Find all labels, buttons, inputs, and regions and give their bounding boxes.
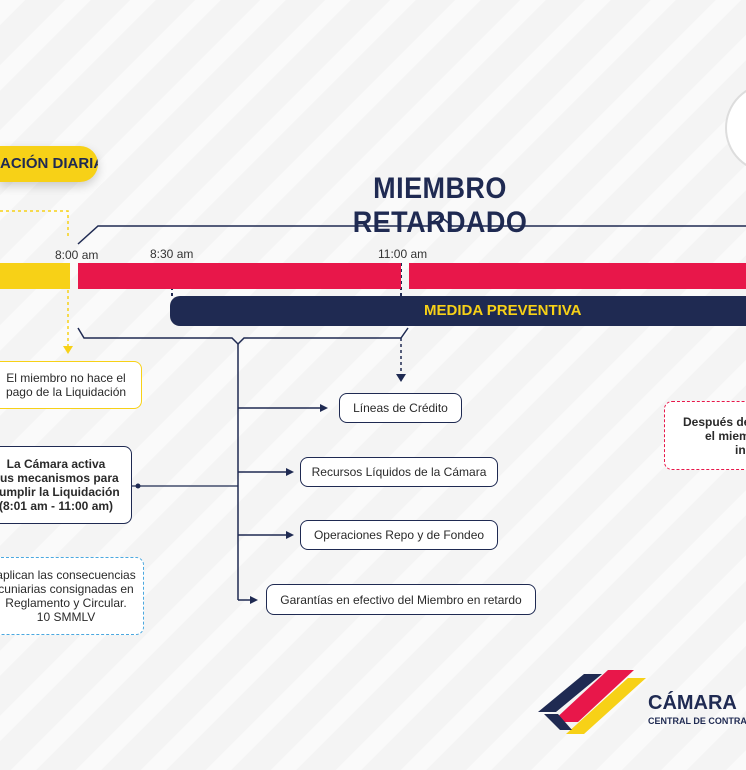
box-operaciones-repo: Operaciones Repo y de Fondeo: [300, 520, 498, 550]
circle-decoration: [725, 89, 746, 167]
liquidacion-diaria-tag: ACIÓN DIARIA: [0, 146, 98, 182]
box-despues-line1: Después de: [683, 414, 746, 429]
time-8-30: 8:30 am: [150, 247, 194, 261]
box-despues-line3: incur: [735, 442, 746, 457]
box-garantias-efectivo: Garantías en efectivo del Miembro en ret…: [266, 584, 536, 615]
box-camara-activa-line3: cumplir la Liquidación: [0, 485, 120, 499]
box-consecuencias-line2: cuniarias consignadas en: [0, 582, 134, 596]
box-lineas-credito: Líneas de Crédito: [339, 393, 462, 423]
timeline-red-bar-2: [409, 263, 746, 289]
box-consecuencias: aplican las consecuencias cuniarias cons…: [0, 557, 144, 635]
box-camara-activa-line1: La Cámara activa: [6, 457, 106, 471]
time-8-00: 8:00 am: [55, 248, 99, 262]
logo-name: CÁMARA: [648, 692, 737, 714]
box-despues-line2: el miem: [705, 428, 746, 443]
box-no-pago: El miembro no hace el pago de la Liquida…: [0, 361, 142, 409]
page-title: MIEMBRO RETARDADO: [352, 172, 528, 239]
box-no-pago-line1: El miembro no hace el: [6, 371, 126, 385]
medida-preventiva-bar: MEDIDA PREVENTIVA: [170, 296, 746, 326]
box-camara-activa-line4: (8:01 am - 11:00 am): [0, 499, 114, 513]
camara-logo-icon: [538, 670, 646, 734]
box-consecuencias-line3: Reglamento y Circular.: [5, 596, 127, 610]
box-no-pago-line2: pago de la Liquidación: [5, 385, 127, 399]
logo-subtitle: CENTRAL DE CONTRA: [648, 716, 746, 726]
box-recursos-liquidos: Recursos Líquidos de la Cámara: [300, 457, 498, 487]
time-11-00: 11:00 am: [378, 247, 428, 261]
box-despues: Después de el miem incur: [664, 401, 746, 470]
timeline-red-bar-1: [78, 263, 401, 289]
box-consecuencias-line4: 10 SMMLV: [36, 610, 96, 624]
box-consecuencias-line1: aplican las consecuencias: [0, 568, 136, 582]
timeline-yellow-bar: [0, 263, 70, 289]
box-camara-activa: La Cámara activa sus mecanismos para cum…: [0, 446, 132, 524]
box-camara-activa-line2: sus mecanismos para: [0, 471, 119, 485]
